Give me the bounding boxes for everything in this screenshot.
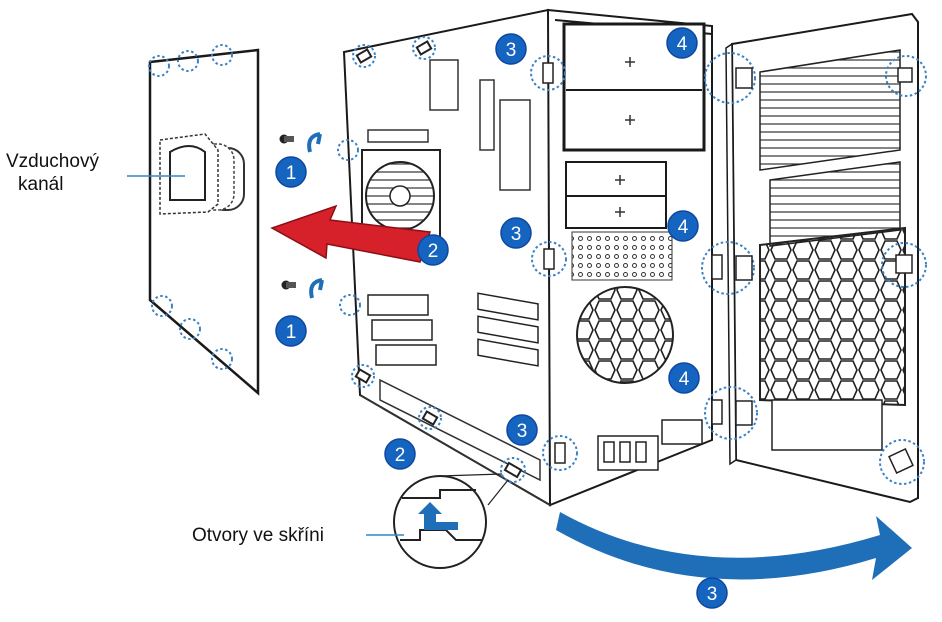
side-panel <box>148 48 260 396</box>
air-duct-label: Vzduchový kanál <box>6 150 99 196</box>
step-number: 3 <box>511 224 522 245</box>
step-number: 4 <box>678 217 689 238</box>
case-interior-details <box>359 59 551 506</box>
expansion-slots <box>367 292 539 367</box>
air-duct <box>159 133 245 215</box>
step-number: 2 <box>428 241 439 262</box>
open-bezel-arrow <box>556 512 912 580</box>
step-badge <box>275 156 307 188</box>
step-badges <box>275 27 728 609</box>
remove-panel-arrow <box>270 204 432 263</box>
step-badge <box>666 27 698 59</box>
floor-mount-holes <box>354 40 523 479</box>
air-duct-label-line1: Vzduchový <box>6 151 99 172</box>
front-clip-circles <box>530 55 578 471</box>
step-badge <box>384 438 416 470</box>
fan-grille <box>576 286 674 384</box>
step-badge <box>275 315 307 347</box>
step-badge <box>696 577 728 609</box>
front-bezel <box>725 12 919 504</box>
drive-bay-markers <box>615 57 635 217</box>
step-number: 4 <box>677 34 688 55</box>
step-numbers: 1 1 2 2 3 3 3 3 4 4 4 <box>286 34 718 605</box>
step-number: 3 <box>506 40 517 61</box>
step-number: 3 <box>707 584 718 605</box>
case-holes-circles <box>337 36 526 483</box>
perforated-grille <box>571 231 673 281</box>
up-arrow-icon <box>418 502 458 530</box>
step-number: 1 <box>286 322 297 343</box>
step-badge <box>667 210 699 242</box>
step-badge <box>500 217 532 249</box>
step-badge <box>495 33 527 65</box>
case-holes-label: Otvory ve skříni <box>192 525 324 546</box>
panel-clips <box>148 44 233 370</box>
step-number: 4 <box>679 369 690 390</box>
step-badge <box>417 234 449 266</box>
case-holes-inset <box>393 473 509 569</box>
air-duct-label-line2: kanál <box>18 174 64 195</box>
step-number: 3 <box>517 421 528 442</box>
step-number: 1 <box>286 163 297 184</box>
rotate-arrow-icon <box>307 132 324 299</box>
front-io-ports <box>597 419 703 471</box>
bezel-tab-circles <box>701 52 927 485</box>
step-badge <box>668 362 700 394</box>
step-badge <box>506 414 538 446</box>
screw-icon <box>279 134 296 290</box>
step-number: 2 <box>395 445 406 466</box>
